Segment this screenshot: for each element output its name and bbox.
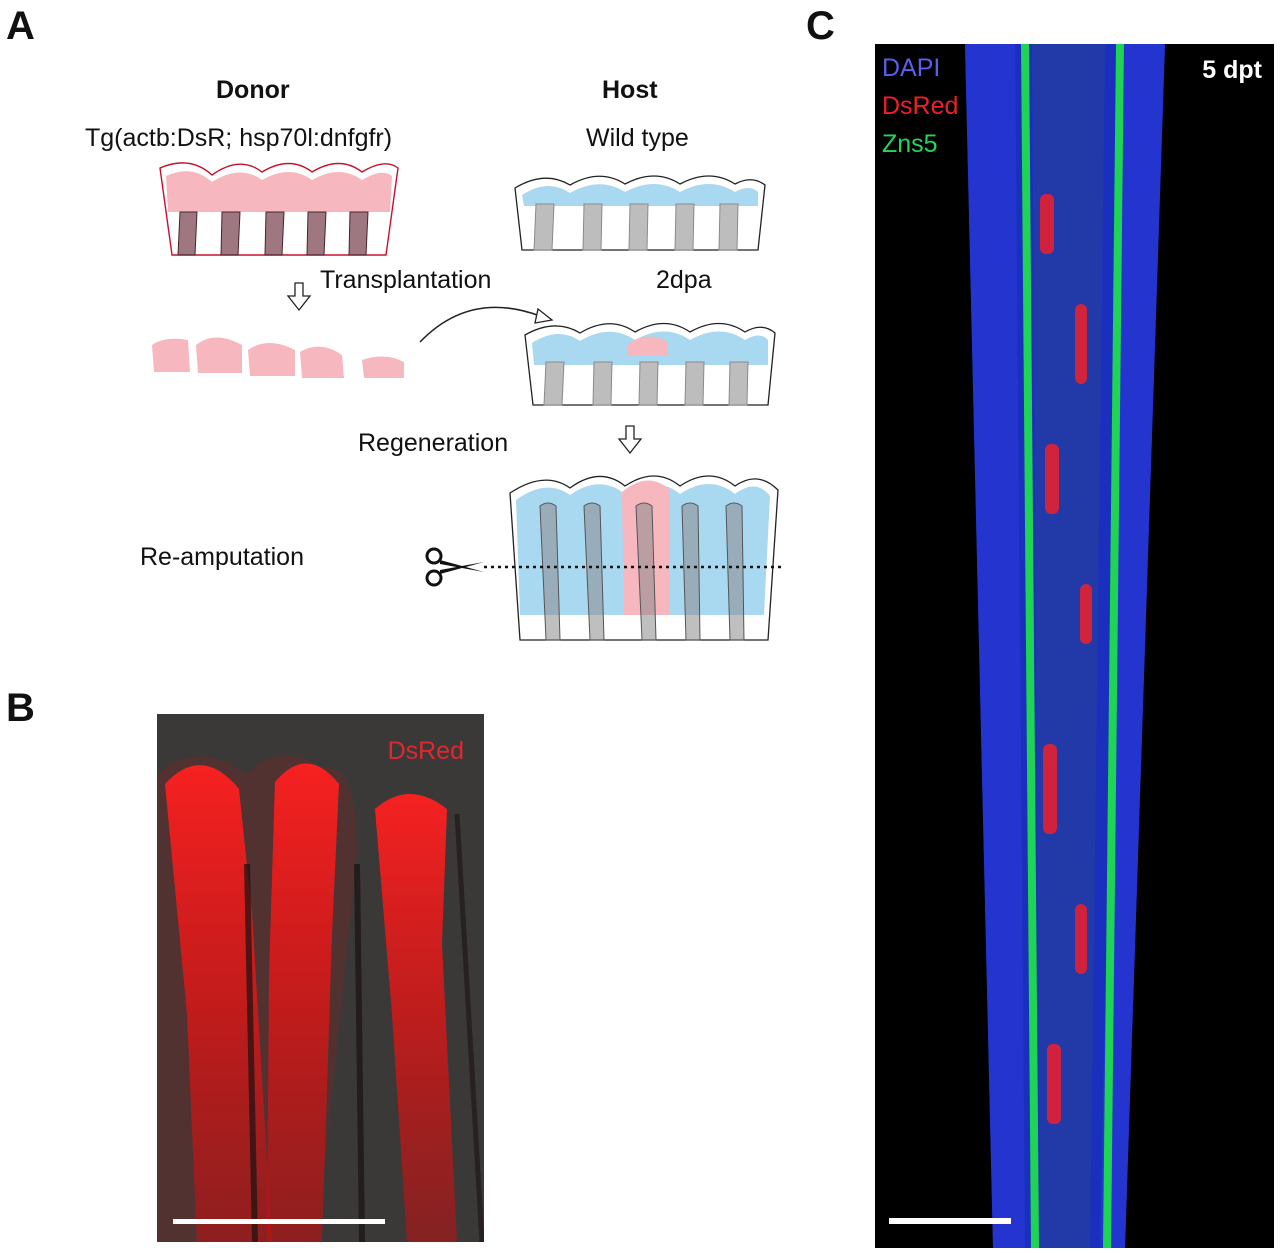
- donor-title: Donor: [216, 76, 290, 104]
- dsred-fin-image: DsRed: [157, 714, 484, 1242]
- panel-letter-b: B: [6, 686, 35, 730]
- host-fin: [514, 175, 766, 251]
- channel-label-zns5: Zns5: [882, 130, 938, 158]
- regeneration-arrow-icon: [617, 425, 643, 455]
- step-2dpa: 2dpa: [656, 266, 712, 294]
- step-transplantation: Transplantation: [320, 266, 492, 294]
- dsred-label: DsRed: [387, 737, 464, 765]
- panel-letter-a: A: [6, 4, 35, 48]
- confocal-section-image: DAPI DsRed Zns5 5 dpt: [875, 44, 1274, 1248]
- host-fin-2dpa: [524, 322, 776, 406]
- down-arrow-icon: [286, 282, 312, 312]
- host-genotype: Wild type: [586, 124, 689, 152]
- step-reamputation: Re-amputation: [140, 543, 304, 571]
- donor-fragments: [152, 337, 404, 378]
- donor-fin: [159, 162, 399, 256]
- channel-label-dapi: DAPI: [882, 54, 941, 82]
- regenerated-fin: [484, 475, 782, 641]
- host-title: Host: [602, 76, 658, 104]
- panel-letter-c: C: [806, 4, 835, 48]
- donor-genotype: Tg(actb:DsR; hsp70l:dnfgfr): [85, 124, 393, 152]
- step-regeneration: Regeneration: [358, 429, 509, 457]
- channel-label-dsred: DsRed: [882, 92, 959, 120]
- timepoint-label: 5 dpt: [1202, 56, 1262, 84]
- scissors-icon: [425, 547, 484, 587]
- transplant-arrow-icon: [419, 306, 554, 343]
